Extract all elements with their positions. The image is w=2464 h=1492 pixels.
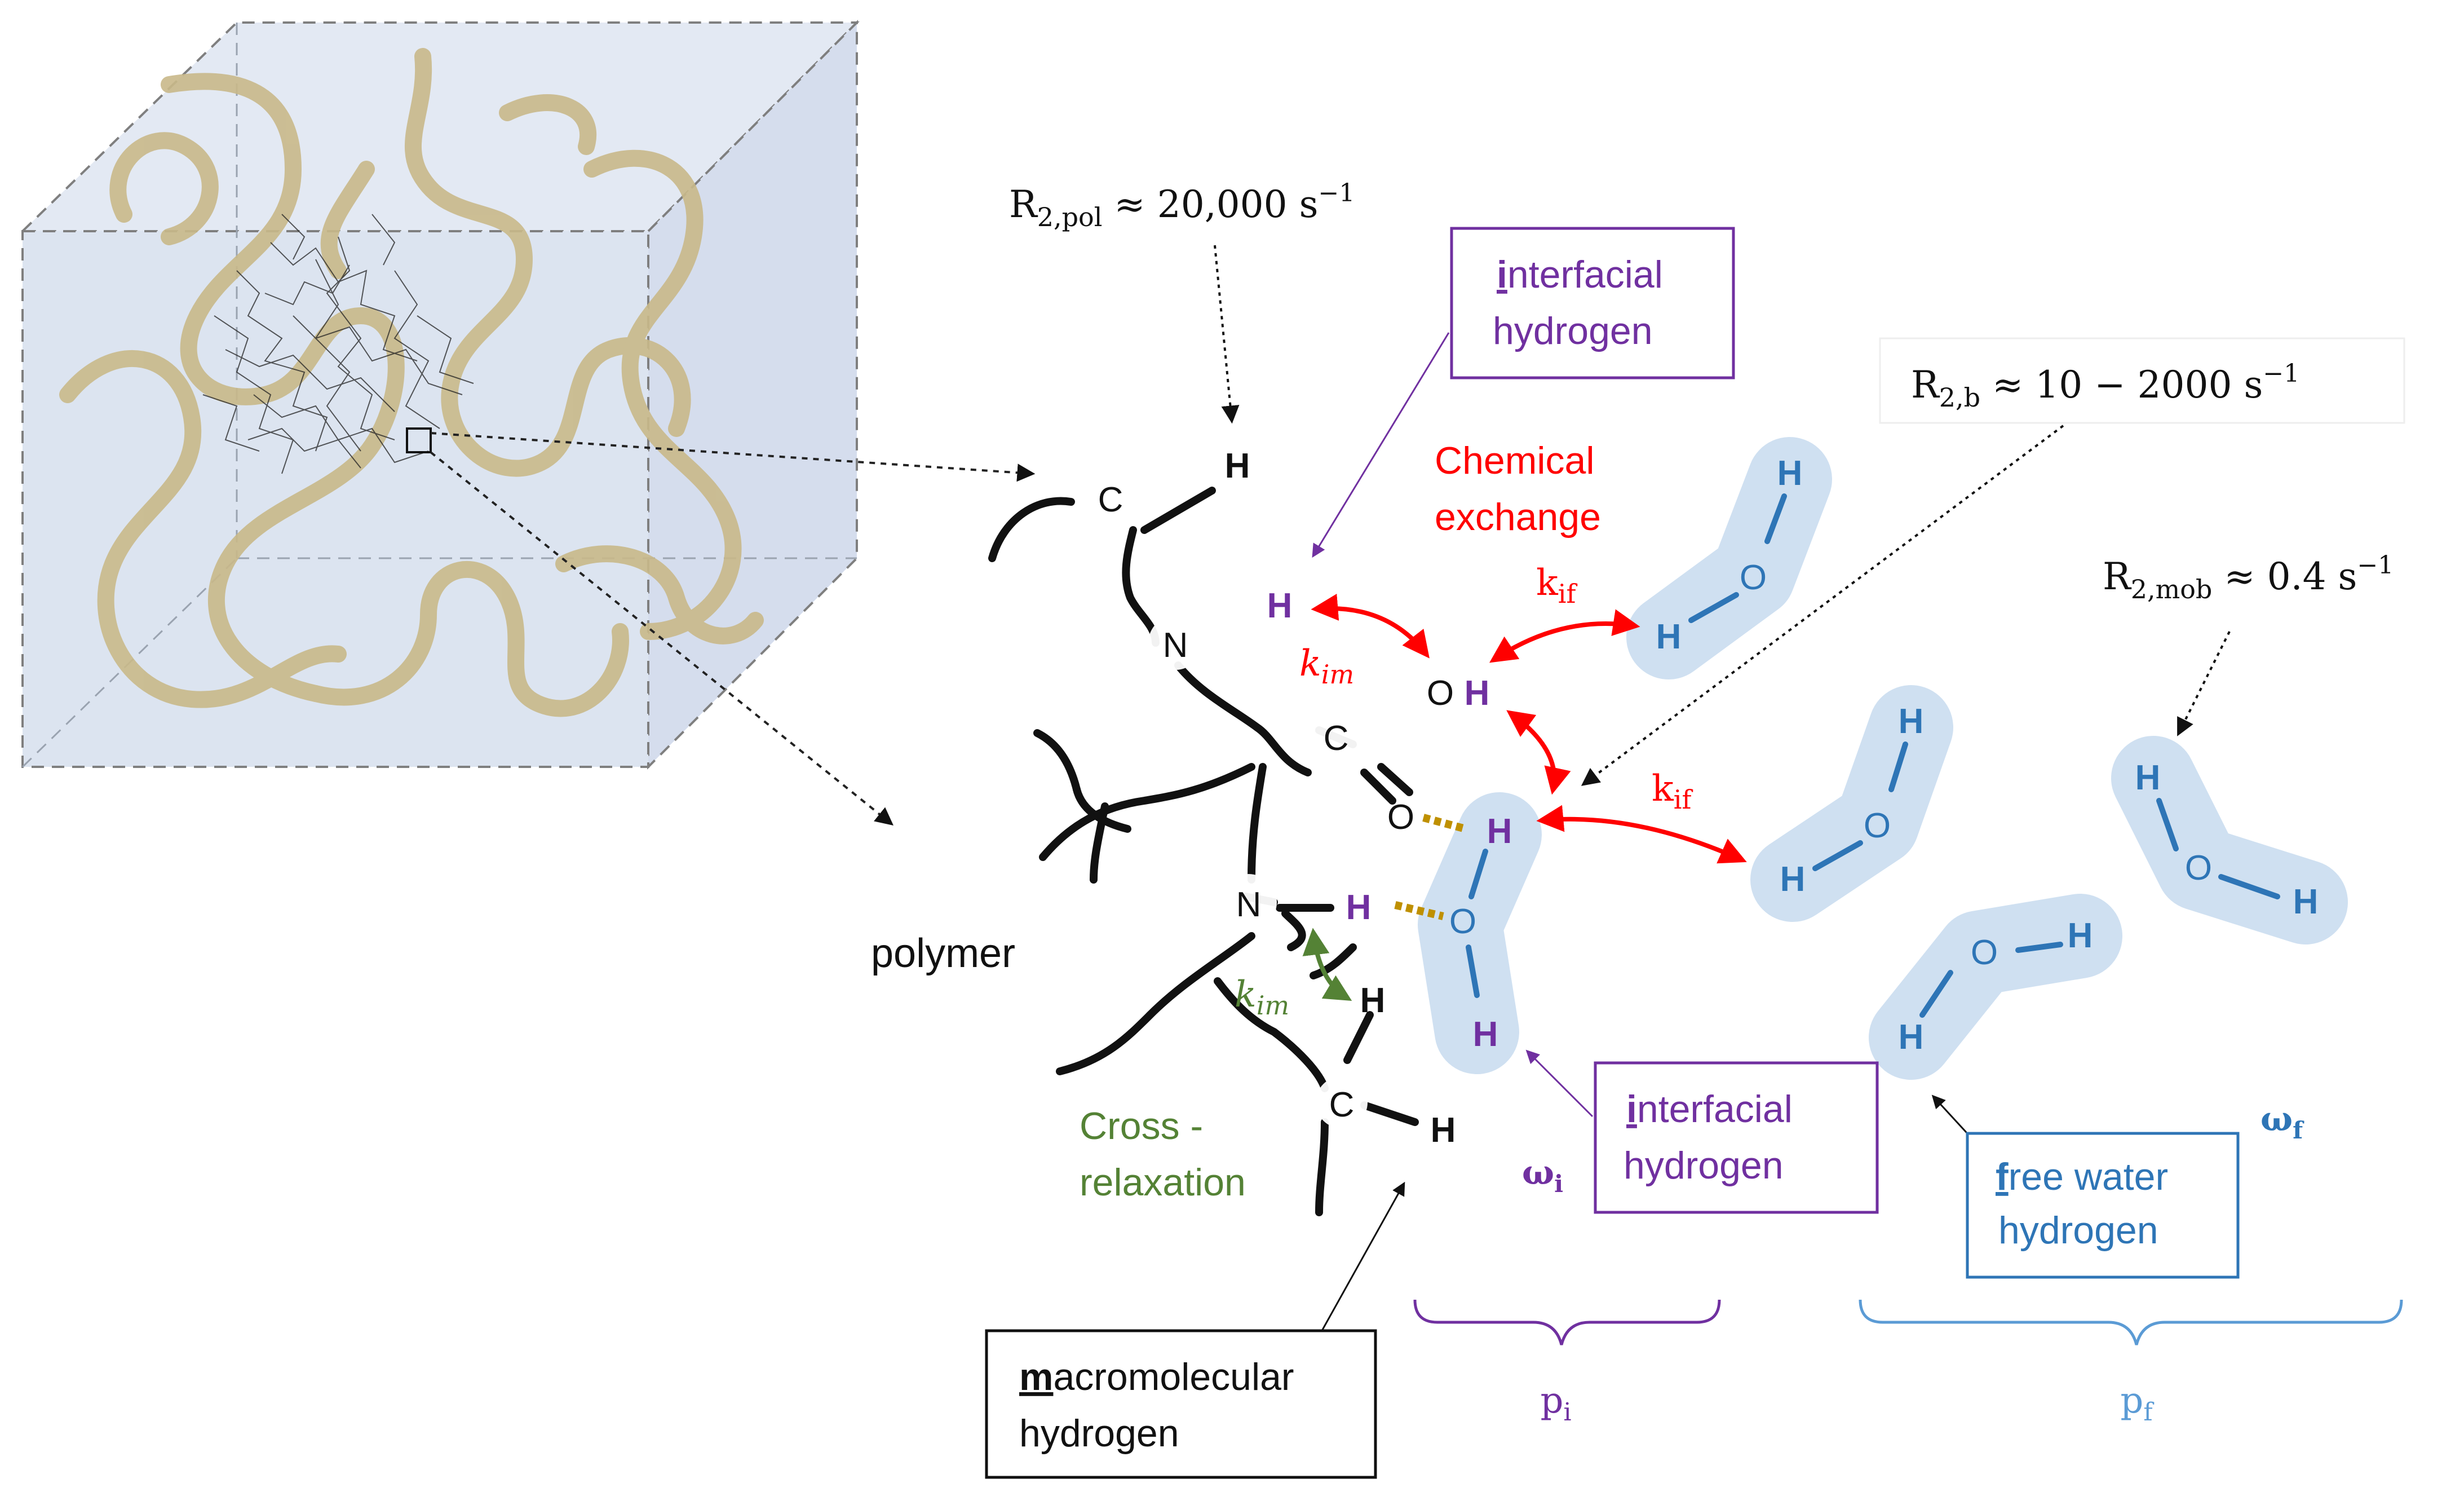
water-halo — [1626, 437, 1832, 679]
atom-o: O — [1740, 558, 1767, 597]
atom-o: O — [1449, 902, 1476, 941]
water-bonds — [1466, 493, 2280, 1018]
water-halos — [1418, 437, 2348, 1080]
polymer-label: polymer — [871, 931, 1015, 976]
exchange-arrows — [1302, 594, 1747, 1001]
atom-h: H — [1431, 1111, 1456, 1150]
kim-label: kim — [1235, 974, 1289, 1021]
exchange-arrow-oh-water — [1506, 710, 1571, 795]
water-halo — [1869, 894, 2122, 1080]
svg-text:interfacial: interfacial — [1626, 1088, 1793, 1131]
kif-label: kif — [1652, 768, 1693, 815]
atom-h: H — [1225, 447, 1250, 485]
atom-h-free: H — [2068, 916, 2093, 955]
atom-n: N — [1163, 626, 1188, 665]
r2pol-pointer — [1214, 245, 1240, 424]
omega-i-label: ωi — [1522, 1153, 1563, 1198]
p-i-label: pi — [1540, 1380, 1571, 1427]
macro-pointer — [1321, 1181, 1405, 1331]
atom-o: O — [1387, 798, 1414, 837]
atom-n: N — [1236, 885, 1262, 924]
atom-o: O — [1971, 933, 1998, 972]
cross-relaxation-label: Cross - — [1080, 1105, 1203, 1147]
cross-relaxation-arrow — [1302, 928, 1352, 1001]
kim-label: kim — [1299, 643, 1354, 690]
polymer-backbone — [988, 487, 1419, 1216]
atom-o: O — [2185, 849, 2212, 888]
atom-o: O — [1427, 674, 1454, 713]
atom-h-free: H — [1777, 454, 1803, 493]
zoom-marker-square — [406, 427, 432, 453]
atom-h-free: H — [1899, 702, 1924, 741]
polymer-network-cube — [20, 20, 860, 770]
atom-h-interfacial: H — [1267, 586, 1293, 625]
atom-h-free: H — [1780, 860, 1806, 899]
atom-h-interfacial: H — [1473, 1015, 1498, 1054]
omega-f-label: ωf — [2260, 1100, 2304, 1144]
atoms: C H N H C O H O N H H C H H O H H O H H … — [1098, 447, 2319, 1150]
atom-o: O — [1864, 806, 1891, 845]
svg-text:hydrogen: hydrogen — [1624, 1144, 1784, 1187]
interfacial-top-pointer — [1312, 332, 1450, 558]
interfacial-hydrogen-box-top: interfacial hydrogen — [1450, 227, 1735, 379]
zoom-arrow-lower — [430, 451, 893, 826]
atom-halos — [1089, 478, 1368, 1128]
population-bracket-free — [1859, 1299, 2403, 1345]
atom-c: C — [1098, 480, 1123, 519]
atom-h-interfacial: H — [1487, 812, 1512, 851]
kim-exchange-arrow — [1311, 594, 1430, 659]
r2mob-label: R2,mob ≈ 0.4 s−1 — [2103, 551, 2394, 604]
hydrogen-bond — [1394, 901, 1444, 920]
atom-h-interfacial: H — [1465, 674, 1490, 713]
svg-text:hydrogen: hydrogen — [1019, 1412, 1179, 1455]
atom-c: C — [1329, 1085, 1355, 1124]
r2pol-label: R2,pol ≈ 20,000 s−1 — [1009, 179, 1355, 232]
cross-relaxation-label: relaxation — [1080, 1161, 1246, 1204]
svg-text:interfacial: interfacial — [1497, 253, 1663, 296]
water-halo — [2111, 736, 2348, 944]
svg-text:hydrogen: hydrogen — [1493, 310, 1653, 352]
kif-exchange-arrow — [1536, 805, 1747, 864]
free-water-hydrogen-box: free water hydrogen — [1966, 1132, 2240, 1279]
chemical-exchange-label: Chemical — [1435, 439, 1594, 482]
svg-text:macromolecular: macromolecular — [1019, 1356, 1294, 1398]
atom-h-free: H — [1656, 617, 1682, 656]
atom-h: H — [1360, 981, 1386, 1020]
kif-exchange-arrow — [1489, 609, 1640, 663]
atom-h-free: H — [1899, 1018, 1924, 1057]
water-halo — [1750, 685, 1953, 922]
population-bracket-interfacial — [1413, 1299, 1721, 1345]
atom-h-interfacial: H — [1346, 888, 1372, 927]
water-halo — [1418, 792, 1542, 1074]
macromolecular-hydrogen-box: macromolecular hydrogen — [985, 1329, 1377, 1479]
atom-h-free: H — [2293, 882, 2319, 921]
interfacial-hydrogen-box-bottom: interfacial hydrogen — [1594, 1061, 1879, 1214]
atom-h-free: H — [2135, 758, 2161, 797]
r2b-label-box — [1879, 337, 2405, 424]
kif-label: kif — [1536, 562, 1577, 609]
chemical-exchange-label: exchange — [1435, 496, 1601, 538]
r2b-label: R2,b ≈ 10 − 2000 s−1 — [1911, 359, 2299, 413]
svg-text:hydrogen: hydrogen — [1998, 1209, 2158, 1252]
atom-c: C — [1324, 719, 1349, 758]
hydrogen-bond — [1422, 814, 1467, 833]
polymer-coils — [59, 48, 764, 717]
r2b-pointer — [1581, 425, 2064, 786]
molecular-network — [202, 214, 474, 474]
interfacial-bottom-pointer — [1525, 1049, 1594, 1118]
cube-front-face — [21, 230, 649, 768]
r2mob-pointer — [2177, 631, 2231, 736]
p-f-label: pf — [2120, 1380, 2154, 1427]
svg-text:free water: free water — [1996, 1155, 2168, 1198]
